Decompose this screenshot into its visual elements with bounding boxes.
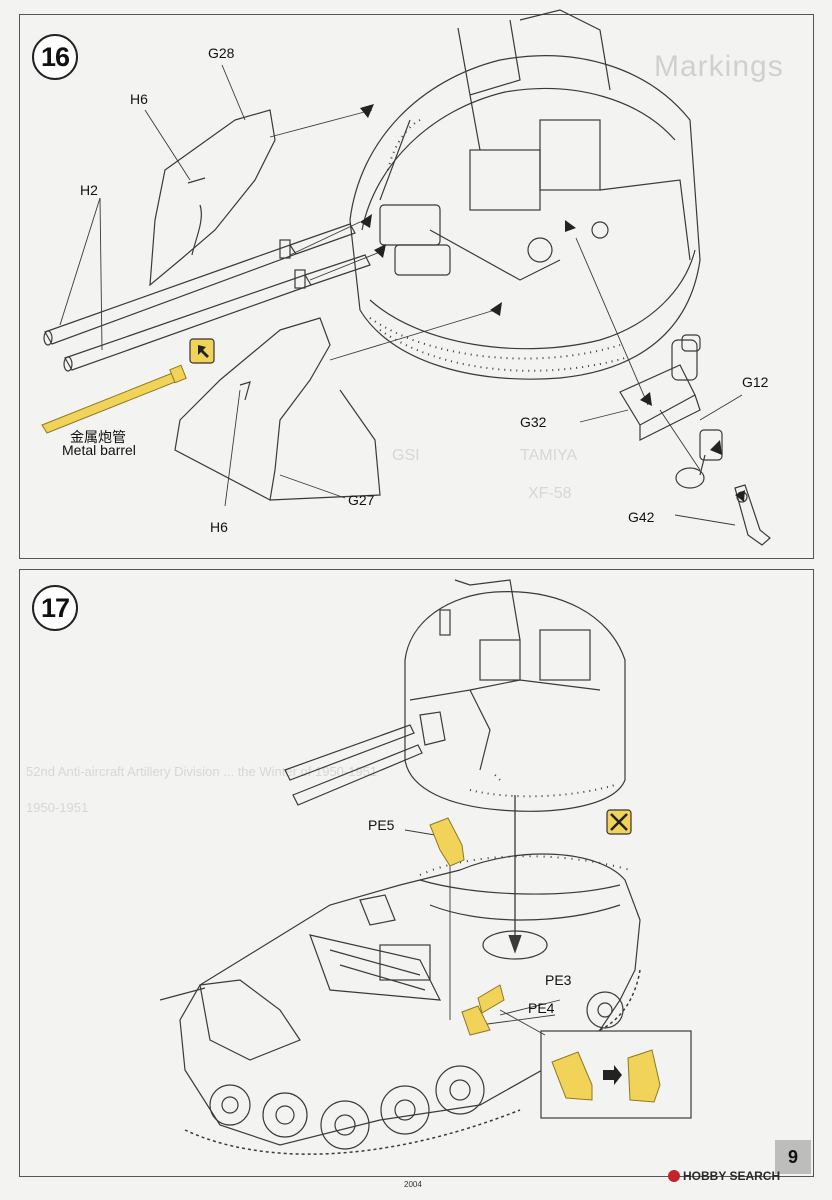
watermark: HOBBY SEARCH — [668, 1169, 780, 1183]
label-h2: H2 — [80, 182, 98, 198]
metal-barrel-part — [41, 364, 187, 434]
step-17-panel — [19, 569, 814, 1177]
label-pe5: PE5 — [368, 817, 395, 833]
label-h6-bottom: H6 — [210, 519, 228, 535]
page-number: 9 — [775, 1140, 811, 1174]
metal-barrel-en: Metal barrel — [62, 442, 136, 458]
watermark-logo-icon — [668, 1170, 680, 1182]
part-g32 — [619, 334, 701, 441]
part-g12 — [675, 429, 723, 489]
label-g28: G28 — [208, 45, 235, 61]
rivet-band — [369, 119, 626, 372]
label-g27: G27 — [348, 492, 375, 508]
step-17-badge: 17 — [32, 585, 78, 631]
barrel-h2-lower — [63, 254, 371, 372]
ghost-markings-heading: Markings — [654, 50, 784, 83]
label-g42: G42 — [628, 509, 655, 525]
watermark-text: HOBBY SEARCH — [683, 1169, 781, 1183]
right-arrow-icon — [603, 1065, 622, 1085]
label-pe3: PE3 — [545, 972, 572, 988]
ghost-paint-code: GSI — [392, 447, 420, 464]
barrel-h2-upper — [43, 223, 356, 346]
shield-g27 — [174, 317, 381, 501]
arrow-icon — [189, 338, 215, 364]
label-g12: G12 — [742, 374, 769, 390]
label-pe4: PE4 — [528, 1000, 555, 1016]
metal-barrel-cn: 金属炮管 — [70, 429, 126, 445]
step-16-badge: 16 — [32, 34, 78, 80]
pe3-part — [477, 984, 505, 1014]
footer-code: 2004 — [404, 1180, 422, 1189]
ghost-paint-code: TAMIYA — [520, 447, 578, 464]
inset-pe-after — [627, 1049, 661, 1103]
turret-assembly-17 — [404, 579, 626, 812]
inset-pe-before — [551, 1051, 593, 1101]
road-wheels — [209, 991, 624, 1150]
pe4-part — [461, 1005, 491, 1036]
twin-barrels-17 — [284, 724, 423, 806]
shield-g28 — [149, 109, 276, 287]
step-16-panel — [19, 14, 814, 559]
no-glue-icon — [606, 809, 632, 835]
label-g32: G32 — [520, 414, 547, 430]
ghost-caption: 1950-1951 — [26, 800, 89, 815]
label-h6-top: H6 — [130, 91, 148, 107]
pe5-part — [429, 817, 465, 867]
turret-assembly-16 — [349, 9, 701, 380]
ghost-paint-code: XF-58 — [528, 485, 572, 502]
ghost-caption: 52nd Anti-aircraft Artillery Division ..… — [26, 764, 378, 779]
